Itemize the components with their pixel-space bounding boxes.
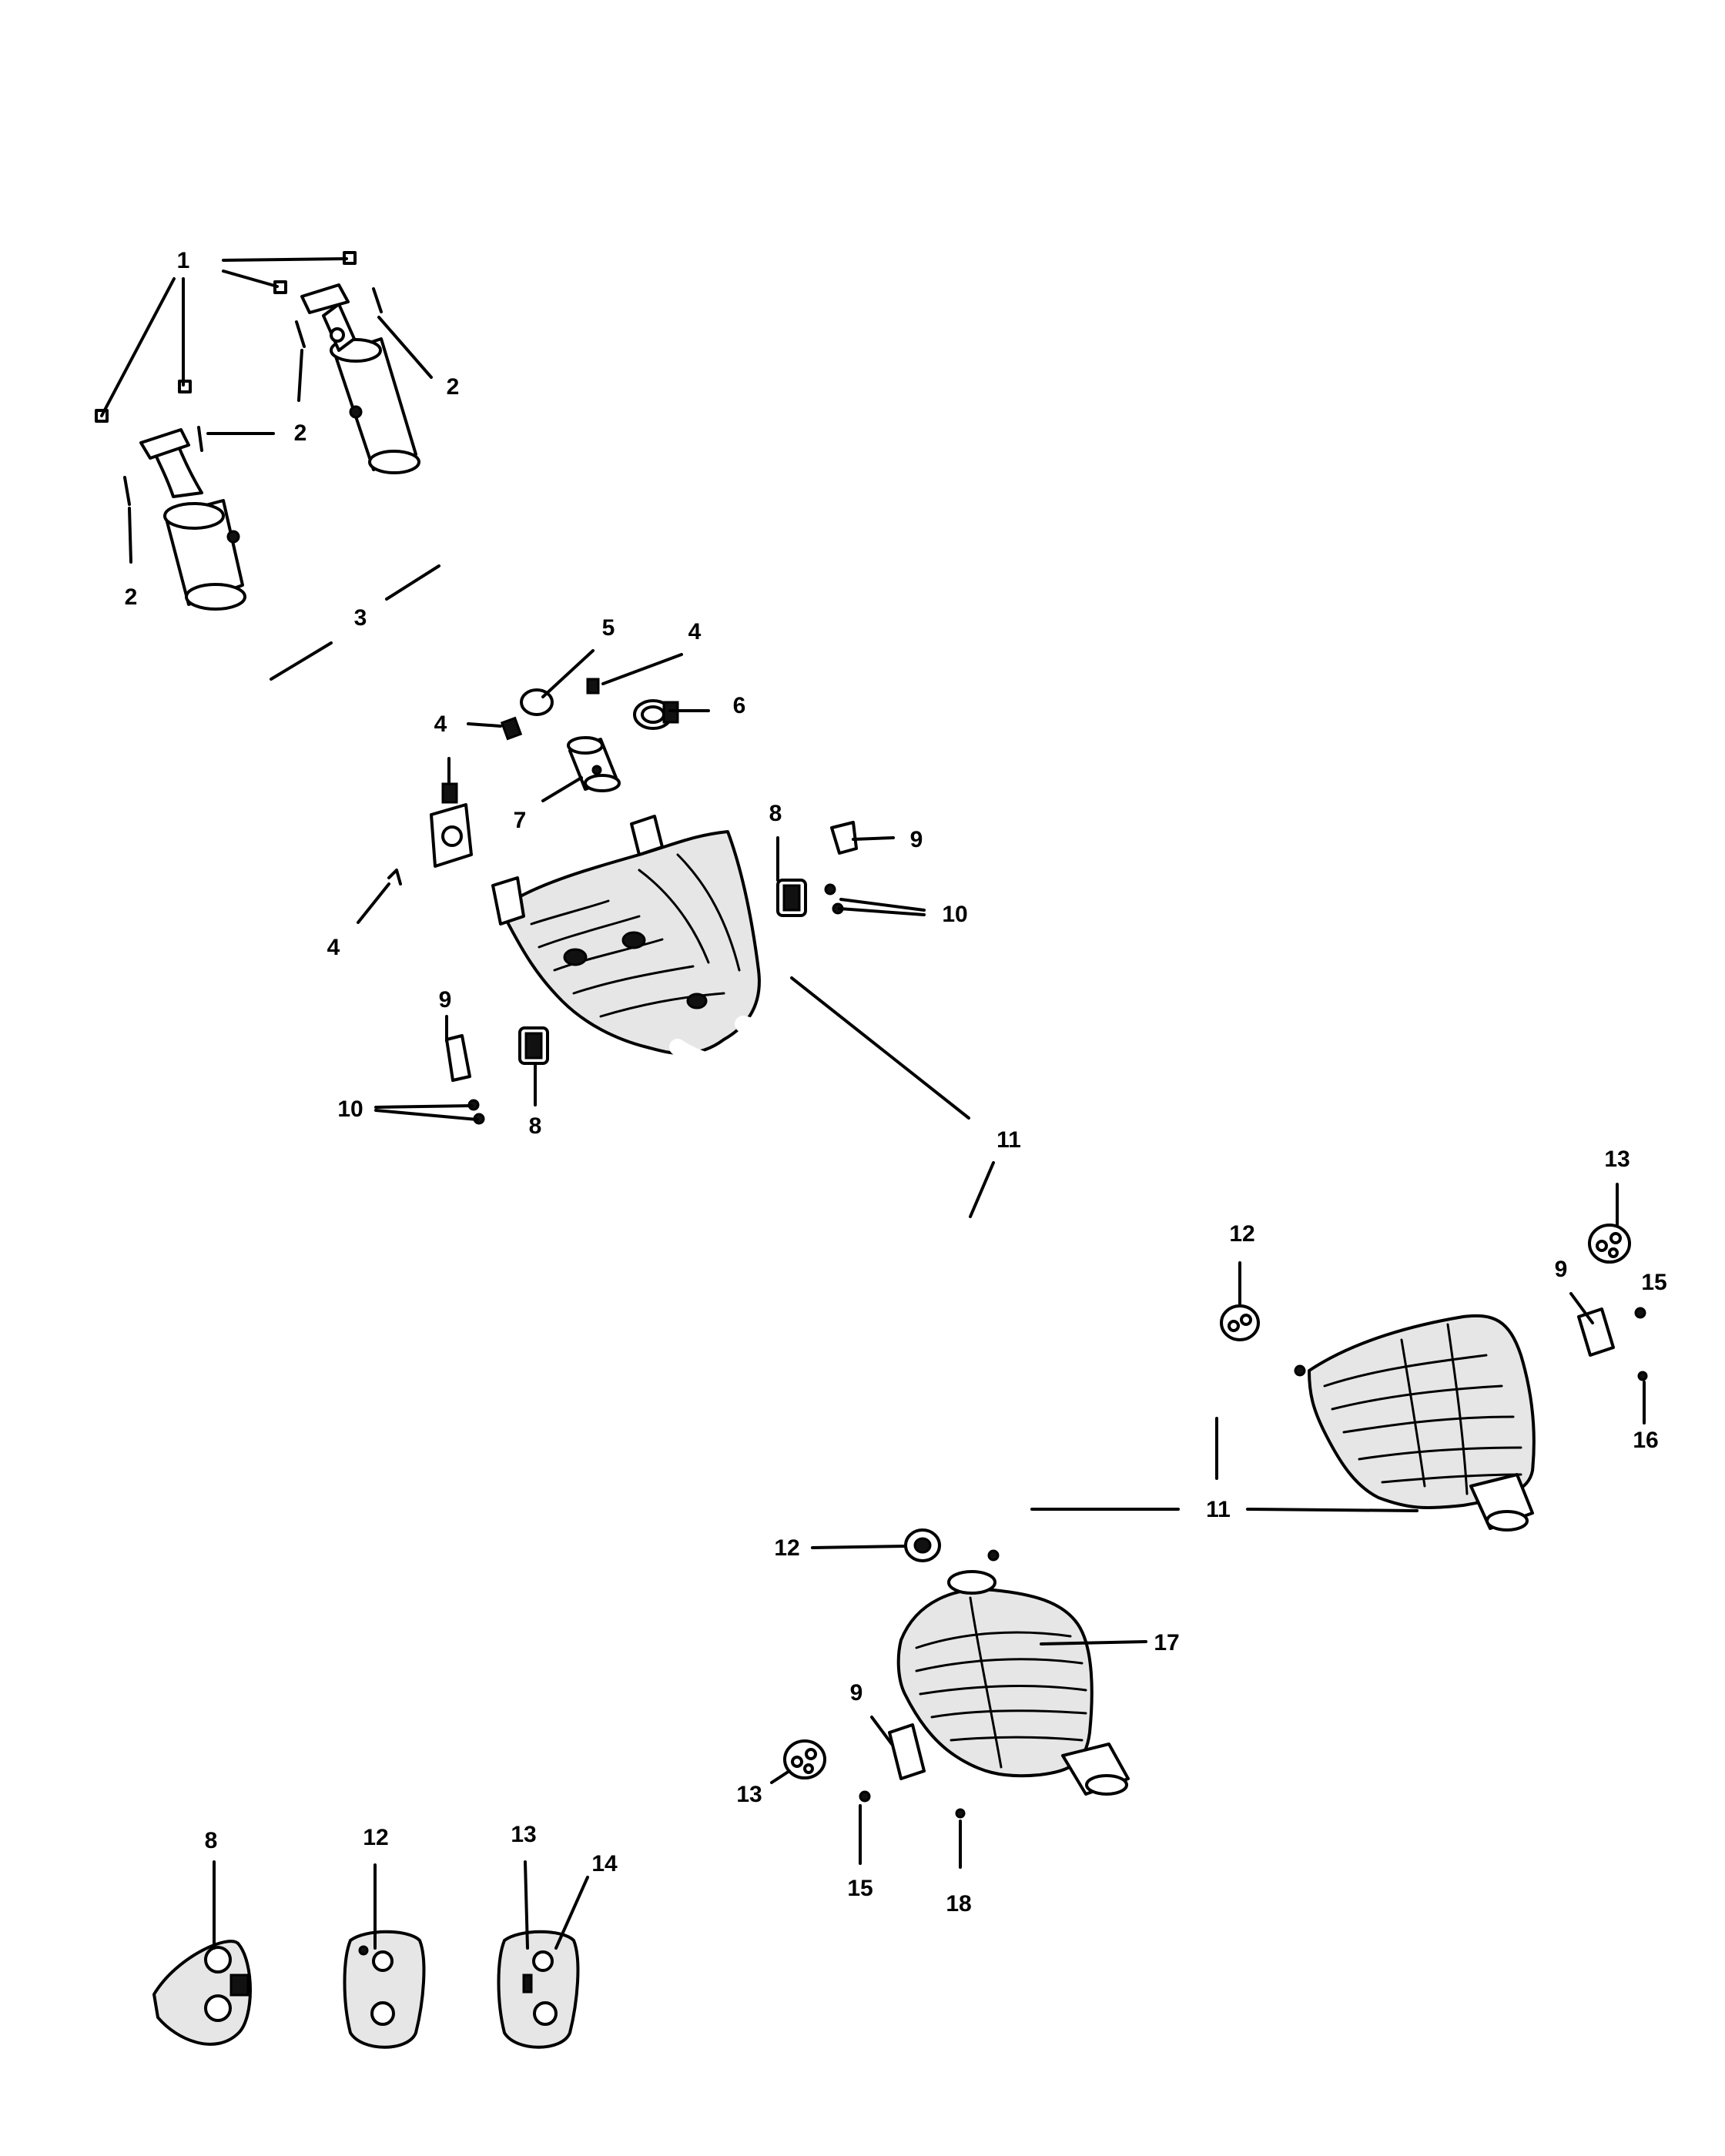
callout-15: 15	[1641, 1270, 1666, 1295]
spring-bolt	[387, 869, 402, 886]
front-resonator	[491, 815, 761, 1056]
detail-isolator-8	[152, 1940, 252, 2046]
callout-10: 10	[337, 1096, 363, 1122]
callout-4: 4	[688, 619, 702, 644]
bolt	[824, 883, 836, 896]
spring-bolt	[441, 782, 458, 804]
callout-8: 8	[529, 1113, 542, 1139]
callout-13: 13	[1604, 1147, 1630, 1172]
callout-12: 12	[774, 1535, 799, 1561]
callout-2: 2	[125, 584, 138, 610]
callout-5: 5	[602, 615, 615, 641]
callout-4: 4	[327, 935, 340, 960]
spring-bolt	[500, 716, 523, 741]
callout-11: 11	[996, 1127, 1021, 1153]
pipe-coupler	[567, 736, 621, 792]
callout-9: 9	[850, 1680, 863, 1706]
callout-15: 15	[847, 1876, 873, 1901]
screw-16	[1637, 1371, 1648, 1381]
band-clamp	[633, 699, 679, 730]
callout-7: 7	[514, 808, 527, 833]
right-rear-muffler	[1294, 1314, 1536, 1532]
bracket	[830, 821, 858, 855]
callout-11: 11	[1206, 1497, 1231, 1522]
stud	[295, 320, 306, 348]
callout-9: 9	[910, 827, 923, 852]
spring-bolt	[586, 678, 600, 695]
callout-14: 14	[591, 1851, 618, 1876]
nut-18	[955, 1808, 966, 1819]
callout-8: 8	[769, 801, 782, 826]
stud	[123, 476, 131, 506]
callout-8: 8	[205, 1828, 218, 1853]
callout-2: 2	[447, 374, 460, 400]
callout-4: 4	[434, 711, 447, 737]
bracket	[888, 1723, 926, 1780]
callout-10: 10	[942, 902, 967, 927]
bracket	[445, 1034, 471, 1082]
callout-18: 18	[946, 1891, 971, 1917]
callout-12: 12	[1229, 1221, 1254, 1247]
nut-15	[859, 1790, 871, 1803]
small-hardware	[95, 251, 1648, 1819]
callout-9: 9	[439, 987, 452, 1013]
callout-9: 9	[1555, 1257, 1568, 1282]
stud	[197, 426, 203, 452]
nut-15	[1634, 1307, 1646, 1319]
left-rear-muffler	[896, 1549, 1130, 1796]
leader-lines	[100, 257, 1646, 1950]
callout-13: 13	[511, 1822, 536, 1847]
callout-12: 12	[363, 1825, 388, 1850]
isolator-12	[1220, 1304, 1260, 1341]
stud	[372, 287, 383, 313]
detail-isolator-12	[343, 1930, 426, 2049]
callout-2: 2	[294, 420, 307, 446]
callout-3: 3	[354, 605, 367, 631]
callout-13: 13	[736, 1782, 762, 1807]
callout-6: 6	[733, 693, 746, 718]
bracket	[1577, 1307, 1615, 1357]
left-catalytic-converter-pipe	[139, 428, 473, 868]
intermediate-pipe-left-branch	[669, 1039, 1036, 1587]
callout-16: 16	[1633, 1428, 1658, 1453]
callout-labels: 1 2 2 2 3 4 4 4 5 6 7 8 8 8 9 9 9 9 10 1…	[125, 248, 1667, 1917]
right-catalytic-converter-pipe	[300, 283, 554, 716]
callout-17: 17	[1154, 1630, 1179, 1656]
detail-isolator-13	[497, 1930, 580, 2049]
intermediate-pipe-right-branch	[735, 1016, 1318, 1428]
callout-1: 1	[177, 248, 190, 273]
